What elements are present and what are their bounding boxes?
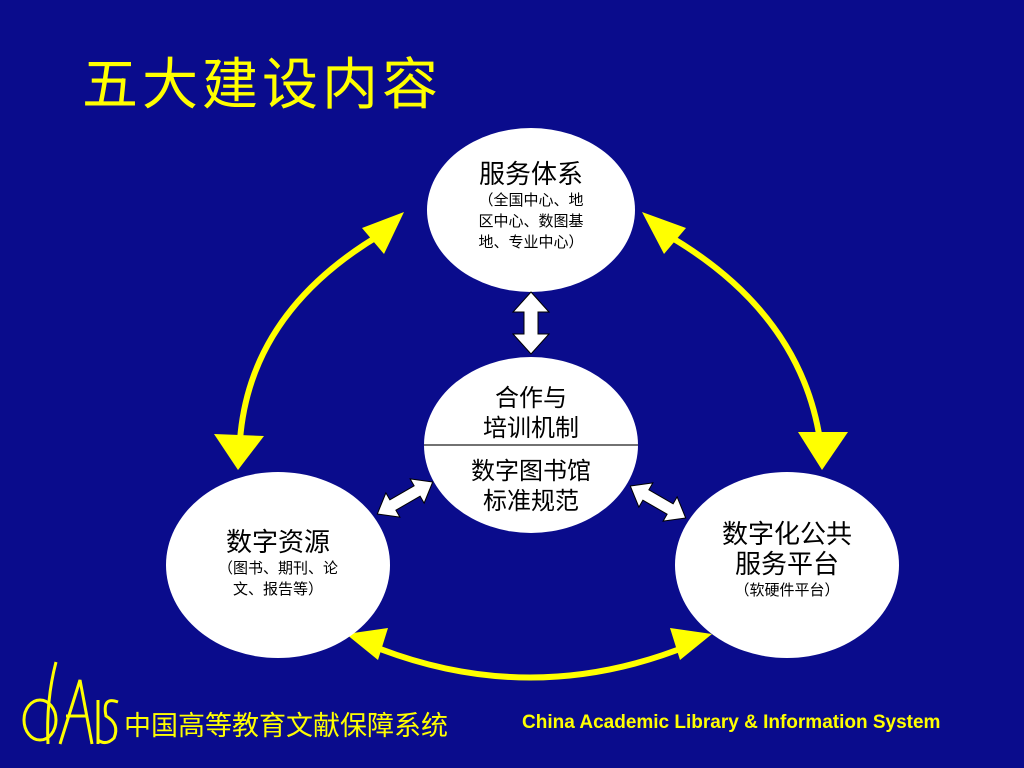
- arrowhead: [214, 434, 264, 470]
- arrow-resources-platform: [368, 642, 692, 681]
- platform-sub: （软硬件平台）: [734, 581, 840, 599]
- center-top-line: 合作与: [495, 384, 567, 412]
- platform-title-line: 服务平台: [734, 550, 839, 580]
- resources-text: 数字资源 （图书、期刊、论 文、报告等）: [173, 528, 383, 600]
- calis-logo: [22, 661, 119, 745]
- node-platform: [675, 472, 899, 658]
- footer-org-en: China Academic Library & Information Sys…: [522, 712, 941, 733]
- double-arrow-right: [629, 482, 687, 522]
- center-bottom-text: 数字图书馆 标准规范: [431, 456, 631, 516]
- node-service: [427, 128, 635, 292]
- arrowhead: [670, 628, 712, 660]
- service-title: 服务体系: [478, 160, 583, 190]
- footer-org-cn: 中国高等教育文献保障系统: [124, 711, 448, 742]
- platform-text: 数字化公共 服务平台 （软硬件平台）: [682, 520, 892, 601]
- platform-title-line: 数字化公共: [721, 520, 852, 550]
- center-bottom-line: 数字图书馆: [471, 457, 591, 485]
- arrowhead: [346, 628, 388, 660]
- center-top-text: 合作与 培训机制: [431, 383, 631, 443]
- arrowhead: [642, 212, 686, 254]
- slide-title: 五大建设内容: [82, 53, 442, 118]
- center-bottom-line: 标准规范: [483, 487, 579, 515]
- double-arrow-vertical: [511, 291, 551, 355]
- resources-title: 数字资源: [225, 528, 330, 558]
- resources-sub-line: 文、报告等）: [232, 580, 323, 598]
- service-text: 服务体系 （全国中心、地 区中心、数图基 地、专业中心）: [431, 160, 631, 253]
- resources-sub-line: （图书、期刊、论: [217, 559, 338, 577]
- double-arrow-left: [376, 478, 434, 518]
- service-sub-line: （全国中心、地: [478, 191, 584, 209]
- service-sub-line: 区中心、数图基: [478, 212, 584, 230]
- arrow-service-resources: [237, 229, 387, 441]
- arrow-service-platform: [660, 229, 823, 441]
- arrowhead: [362, 212, 404, 254]
- arrowhead: [798, 432, 848, 470]
- node-resources: [166, 472, 390, 658]
- center-top-line: 培训机制: [483, 414, 579, 442]
- service-sub-line: 地、专业中心）: [478, 233, 584, 251]
